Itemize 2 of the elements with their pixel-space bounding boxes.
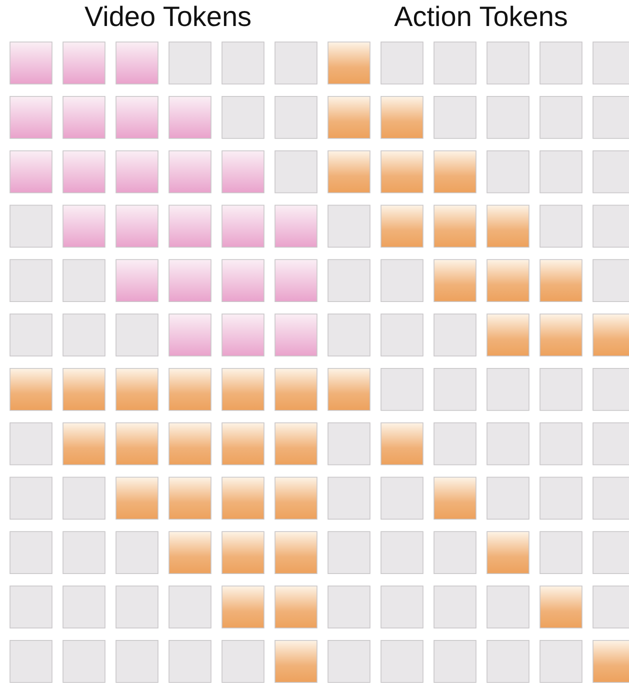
column-header: Video Tokens (84, 0, 252, 34)
column-header: Action Tokens (394, 0, 568, 34)
